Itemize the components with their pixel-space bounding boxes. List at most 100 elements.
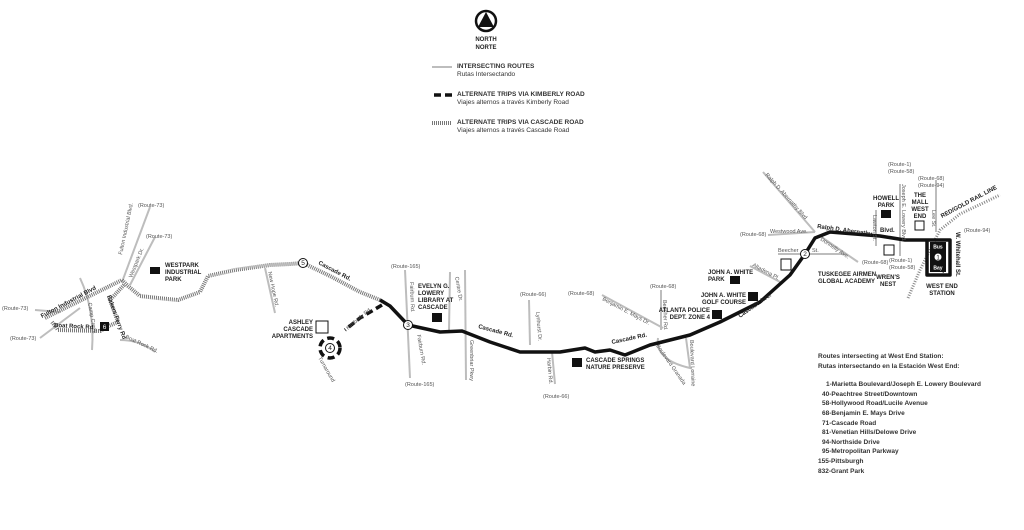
intersecting-streets	[34, 171, 1001, 385]
timepoint-3: 3	[406, 322, 410, 329]
golf-icon	[748, 292, 758, 301]
rail-line	[906, 193, 1001, 299]
landmark-label: INDUSTRIAL	[165, 270, 202, 276]
police-icon	[712, 310, 722, 319]
bus-label: Bus	[933, 245, 943, 251]
list-item: 832-Grant Park	[818, 467, 865, 475]
landmark-label: EVELYN G.	[418, 284, 450, 290]
landmark-label: WEST END	[926, 284, 958, 290]
legend-subtitle: Viajes alternos a través Cascade Road	[457, 127, 570, 134]
route-references: (Route-73) (Route-73) (Route-73) (Route-…	[2, 162, 990, 400]
landmark-label: HOWELL	[873, 196, 899, 202]
apartment-icon	[315, 320, 329, 334]
mall-icon	[914, 220, 925, 231]
landmarks: WESTPARK INDUSTRIAL PARK ASHLEY CASCADE …	[150, 193, 958, 371]
school-icon	[780, 258, 792, 271]
park-icon	[730, 276, 740, 284]
street-label: Westwood Ave.	[770, 229, 808, 235]
landmark-label: LIBRARY AT	[418, 298, 454, 304]
list-item: 40-Peachtree Street/Downtown	[822, 390, 918, 398]
legend-title: ALTERNATE TRIPS VIA CASCADE ROAD	[457, 119, 584, 126]
list-item: 58-Hollywood Road/Lucile Avenue	[822, 400, 928, 408]
street-label: Greenbriar Pkwy	[468, 340, 474, 381]
street-label: Boat Rock Rd.	[124, 334, 159, 355]
street-label: Fairburn Rd.	[415, 334, 426, 366]
street-label: Boat Rock Rd	[54, 323, 94, 331]
route-ref: (Route-66)	[543, 394, 569, 400]
route-ref: (Route-165)	[405, 382, 435, 388]
legend-title: INTERSECTING ROUTES	[457, 63, 535, 70]
route-ref: (Route-68)	[568, 291, 594, 297]
street-label: Westpark Dr.	[128, 247, 146, 279]
landmark-label: GLOBAL ACADEMY	[818, 279, 875, 285]
wrens-nest-icon	[883, 244, 895, 256]
landmark-label: NEST	[880, 282, 896, 288]
street-label: Bakers Ferry Rd	[105, 295, 127, 341]
street-label: Cascade Rd.	[477, 324, 514, 339]
legend: INTERSECTING ROUTES Rutas Intersectando …	[432, 63, 585, 134]
legend-title: ALTERNATE TRIPS VIA KIMBERLY ROAD	[457, 91, 585, 98]
street-label: Fulton Industrial Blvd.	[118, 202, 135, 255]
route-ref: (Route-165)	[391, 264, 421, 270]
landmark-label: NATURE PRESERVE	[586, 365, 645, 371]
legend-subtitle: Rutas Intersectando	[457, 71, 516, 78]
list-item: 81-Venetian Hills/Delowe Drive	[822, 429, 917, 437]
street-label: Lynhurst Dr.	[534, 312, 543, 342]
list-item: 94-Northside Drive	[822, 438, 880, 446]
landmark-label: CASCADE SPRINGS	[586, 358, 644, 364]
landmark-label: JOHN A. WHITE	[701, 293, 746, 299]
route-ref: (Route-68)	[918, 176, 944, 182]
street-label: Joseph E. Lowery Blvd.	[900, 184, 906, 242]
route-ref: (Route-66)	[520, 292, 546, 298]
list-item: 68-Benjamin E. Mays Drive	[822, 409, 905, 417]
landmark-label: PARK	[165, 277, 182, 283]
street-label: Harbin Rd.	[545, 358, 553, 385]
route-71-main	[379, 230, 952, 357]
landmark-label: WESTPARK	[165, 263, 200, 269]
route-ref: (Route-94)	[964, 228, 990, 234]
landmark-label: ATLANTA POLICE	[659, 308, 710, 314]
street-label: Lee St.	[930, 210, 936, 228]
landmark-label: CASCADE	[283, 327, 313, 333]
street-label: Lawton St.	[871, 215, 877, 241]
street-label: Fairburn Rd.	[408, 282, 415, 313]
route-ref: (Route-1)	[889, 258, 912, 264]
north-arrow-icon	[474, 9, 498, 33]
timepoint-5: 5	[301, 260, 305, 267]
landmark-label: CASCADE	[418, 305, 448, 311]
route-ref: (Route-94)	[918, 183, 944, 189]
street-label: Cascade Rd.	[611, 333, 648, 346]
list-item: 155-Pittsburgh	[818, 457, 864, 465]
list-item: 95-Metropolitan Parkway	[822, 448, 899, 456]
intersecting-routes-list: Routes intersecting at West End Station:…	[818, 352, 981, 476]
street-label: Ralph D. Abernathy Blvd	[764, 172, 809, 221]
list-item: 71-Cascade Road	[822, 419, 877, 427]
route-ref: (Route-73)	[10, 336, 36, 342]
street-label: Blvd.	[880, 228, 895, 234]
timepoint-1: 1	[936, 255, 940, 262]
landmark-label: JOHN A. WHITE	[708, 270, 753, 276]
list-item: 1-Marietta Boulevard/Joseph E. Lowery Bo…	[826, 381, 981, 389]
street-label: Camp Creek	[86, 302, 97, 334]
landmark-label: MALL	[912, 200, 929, 206]
landmark-label: ASHLEY	[289, 320, 313, 326]
landmark-label: STATION	[929, 291, 954, 297]
route-ref: (Route-1)	[888, 162, 911, 168]
landmark-label: DEPT. ZONE 4	[670, 315, 711, 321]
landmark-label: TUSKEGEE AIRMEN	[818, 272, 876, 278]
north-label: NORTH	[475, 37, 496, 43]
route-ref: (Route-58)	[888, 169, 914, 175]
landmark-label: WEST	[911, 207, 929, 213]
landmark-label: PARK	[878, 203, 895, 209]
timepoint-6: 6	[103, 324, 107, 331]
norte-label: NORTE	[476, 45, 497, 51]
alternate-kimberly-route	[343, 303, 383, 332]
landmark-label: LOWERY	[418, 291, 444, 297]
route-ref: (Route-68)	[862, 260, 888, 266]
street-label: New Hope Rd.	[266, 271, 279, 308]
street-label: Donnelly Ave.	[819, 237, 851, 261]
street-label: Turnaround	[316, 356, 335, 383]
route-ref: (Route-73)	[138, 203, 164, 209]
westpark-icon	[150, 267, 160, 274]
